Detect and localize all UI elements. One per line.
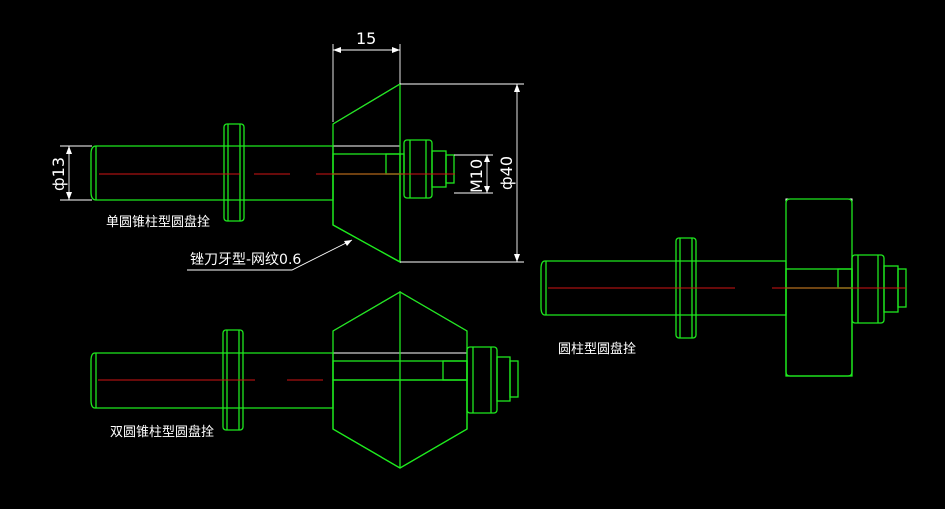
double-cone-bore-step (442, 360, 468, 381)
single-cone-collar (223, 123, 245, 222)
dim-m10-text: M10 (467, 159, 486, 193)
cylinder-bore-step (837, 268, 853, 289)
double-cone-shaft (90, 352, 334, 409)
label-cylinder: 圆柱型圆盘拴 (558, 341, 636, 357)
cylinder-disk-lower-knurl (785, 287, 853, 377)
cylinder-nut (851, 254, 885, 324)
single-cone-washer (431, 150, 447, 188)
single-cone-bore-step (385, 153, 405, 175)
cylinder-bore (785, 268, 853, 289)
dim-40-arrow-bottom (514, 254, 520, 262)
single-cone-bore (332, 153, 401, 175)
dim-15-arrow-right (392, 47, 400, 53)
double-cone-nut (466, 346, 498, 414)
cylinder-washer (883, 265, 899, 313)
double-cone-plug (90, 291, 519, 469)
knurl-leader-line (187, 239, 353, 271)
cylinder-shaft (540, 260, 787, 316)
label-single-cone: 单圆锥柱型圆盘拴 (106, 214, 210, 230)
dim-13-arrow-top (66, 146, 72, 154)
single-cone-plug (90, 82, 455, 264)
dim-13-arrow-bottom (66, 192, 72, 200)
cylinder-plug (540, 198, 907, 377)
dim-13-text: ф13 (49, 157, 68, 191)
single-cone-upper-section (332, 83, 401, 147)
cylinder-disk-outline (785, 198, 853, 377)
dim-15-arrow-left (333, 47, 341, 53)
label-knurl-note: 锉刀牙型-网纹0.6 (190, 252, 301, 268)
dim-m10-arrow-top (484, 155, 490, 162)
single-cone-nut (403, 139, 433, 199)
single-cone-outline (332, 82, 401, 264)
double-cone-washer (496, 356, 511, 402)
single-cone-thread-tip (445, 154, 455, 184)
single-cone-dimensions: 15 ф13 M10 ф40 (49, 29, 524, 271)
knurl-leader-arrow (344, 240, 352, 246)
double-cone-upper-left-section (332, 291, 401, 354)
dim-m10-arrow-bottom (484, 186, 490, 193)
double-cone-thread-tip (509, 360, 519, 398)
single-cone-shaft (90, 145, 334, 201)
dim-40-text: ф40 (497, 156, 516, 190)
cylinder-disk-upper-section (785, 198, 853, 270)
single-cone-lower-knurl (332, 173, 401, 264)
label-double-cone: 双圆锥柱型圆盘拴 (110, 424, 214, 440)
double-cone-upper-right-section (399, 291, 468, 354)
dim-40-arrow-top (514, 84, 520, 92)
dim-15-text: 15 (356, 29, 376, 48)
